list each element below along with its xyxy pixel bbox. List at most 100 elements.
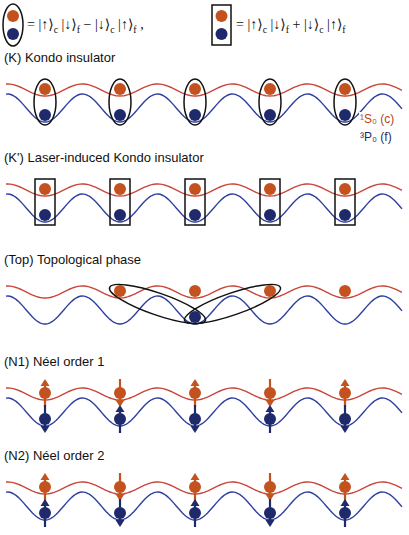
triplet-rect: [335, 179, 355, 225]
spin-arrowhead: [341, 473, 350, 480]
triplet-rect: [185, 179, 205, 225]
triplet-rect-symbol: [212, 5, 231, 45]
atom-dot: [264, 109, 276, 121]
atom-dot: [7, 10, 19, 22]
atom-dot: [7, 28, 19, 40]
singlet-ellipse: [34, 79, 56, 125]
subscript: f: [286, 23, 289, 34]
phase-title: (Top) Topological phase: [4, 252, 141, 267]
subscript: c: [54, 23, 58, 34]
spin-arrowhead: [341, 499, 350, 506]
atom-dot: [114, 285, 126, 297]
subscript: f: [77, 23, 80, 34]
spin-arrow: [44, 503, 46, 527]
atom-dot: [39, 109, 51, 121]
singlet-ellipse: [259, 79, 281, 125]
subscript: f: [133, 23, 136, 34]
atom-dot: [39, 209, 51, 221]
spin-arrow: [44, 383, 46, 407]
atom-dot: [264, 209, 276, 221]
spin-arrowhead: [41, 499, 50, 506]
singlet-ellipse: [184, 79, 206, 125]
atom-dot: [216, 10, 228, 22]
spin-arrow: [119, 499, 121, 523]
spin-arrowhead: [191, 473, 200, 480]
spin-arrow: [194, 405, 196, 429]
spin-arrowhead: [266, 520, 275, 527]
spin-arrowhead: [191, 499, 200, 506]
atom-dot: [264, 83, 276, 95]
nonlocal-singlet-ellipse: [181, 277, 284, 331]
atom-dot: [339, 285, 351, 297]
c-potential: [6, 388, 402, 400]
spin-arrow: [344, 383, 346, 407]
atom-dot: [114, 83, 126, 95]
atom-dot: [114, 109, 126, 121]
spin-arrow: [344, 477, 346, 501]
spin-arrow: [269, 379, 271, 403]
triplet-rect: [260, 179, 280, 225]
triplet-equation: = |↑⟩c |↓⟩f + |↓⟩c |↑⟩f: [236, 16, 346, 35]
atom-dot: [339, 83, 351, 95]
c-potential: [6, 286, 402, 298]
atom-dot: [264, 285, 276, 297]
spin-arrow: [194, 383, 196, 407]
c-potential: [6, 482, 402, 494]
singlet-equation: = |↑⟩c |↓⟩f − |↓⟩c |↑⟩f ,: [27, 16, 144, 35]
spin-arrow: [269, 473, 271, 497]
atom-dot: [189, 183, 201, 195]
spin-arrow: [269, 409, 271, 433]
spin-arrow: [119, 473, 121, 497]
atom-dot: [39, 183, 51, 195]
atom-dot: [39, 83, 51, 95]
spin-arrowhead: [41, 426, 50, 433]
atom-dot: [216, 28, 228, 40]
spin-arrow: [269, 499, 271, 523]
spin-arrowhead: [191, 379, 200, 386]
spin-arrow: [344, 405, 346, 429]
atom-dot: [114, 209, 126, 221]
subscript: c: [319, 23, 323, 34]
spin-arrow: [44, 477, 46, 501]
spin-arrow: [119, 409, 121, 433]
f-potential: [6, 94, 402, 122]
spin-arrow: [344, 503, 346, 527]
spin-arrowhead: [191, 426, 200, 433]
atom-dot: [264, 183, 276, 195]
spin-arrow: [194, 477, 196, 501]
spin-arrowhead: [116, 405, 125, 412]
atom-dot: [189, 209, 201, 221]
spin-arrow: [119, 379, 121, 403]
subscript: c: [263, 23, 267, 34]
spin-arrowhead: [41, 379, 50, 386]
subscript: c: [110, 23, 114, 34]
c-potential: [6, 184, 402, 196]
subscript: f: [342, 23, 345, 34]
atom-dot: [189, 311, 201, 323]
phase-title: (K') Laser-induced Kondo insulator: [4, 150, 204, 165]
singlet-ellipse-symbol: [3, 4, 23, 46]
f-level-label: ³P₀ (f): [359, 130, 393, 144]
triplet-rect: [110, 179, 130, 225]
f-potential: [6, 194, 402, 222]
atom-dot: [339, 109, 351, 121]
spin-arrowhead: [266, 405, 275, 412]
atom-dot: [189, 83, 201, 95]
phase-title: (N2) Néel order 2: [4, 448, 104, 463]
f-potential: [6, 492, 402, 520]
atom-dot: [339, 183, 351, 195]
spin-arrowhead: [41, 473, 50, 480]
triplet-rect: [35, 179, 55, 225]
atom-dot: [189, 109, 201, 121]
spin-arrow: [194, 503, 196, 527]
spin-arrowhead: [341, 426, 350, 433]
singlet-ellipse: [109, 79, 131, 125]
spin-arrow: [44, 405, 46, 429]
c-level-label: ¹S₀ (c): [359, 112, 395, 126]
atom-dot: [339, 209, 351, 221]
atom-dot: [189, 285, 201, 297]
f-potential: [6, 296, 402, 324]
phase-title: (K) Kondo insulator: [4, 50, 115, 65]
spin-arrowhead: [116, 520, 125, 527]
singlet-ellipse: [334, 79, 356, 125]
